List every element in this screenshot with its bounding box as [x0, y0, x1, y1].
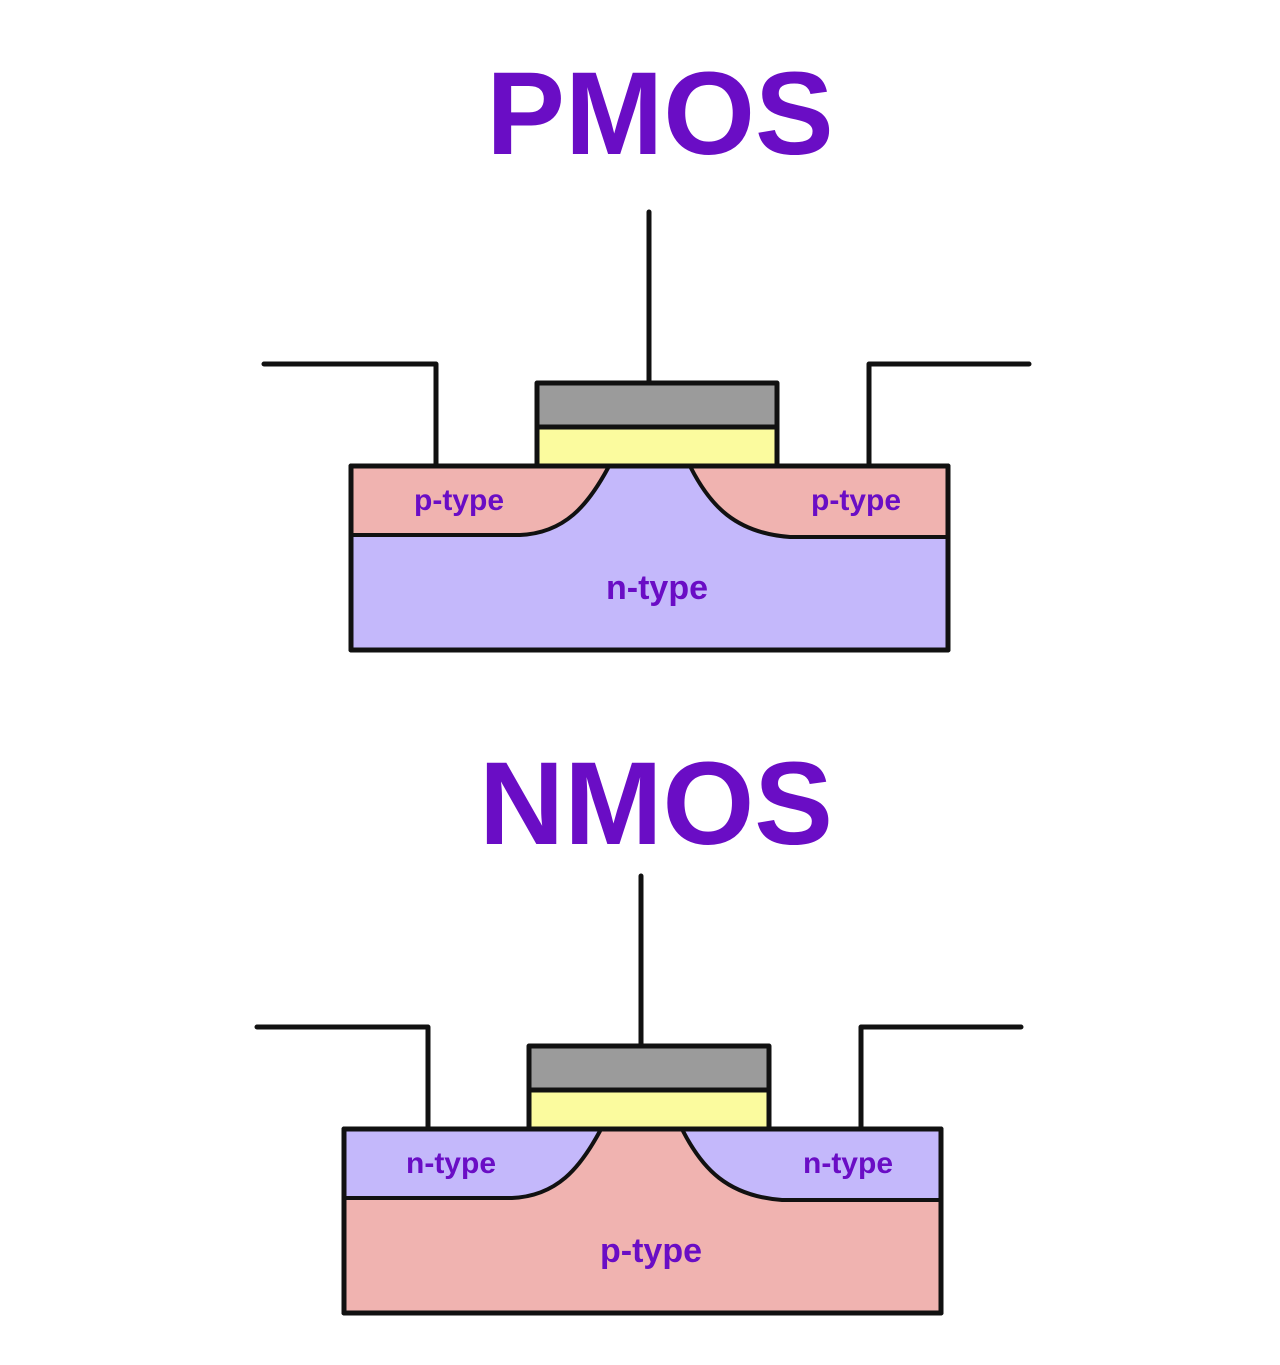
nmos-substrate-label: p-type — [600, 1232, 702, 1270]
pmos-source-junction — [351, 466, 610, 537]
pmos-drain-label: p-type — [811, 484, 901, 517]
pmos-gate-metal — [534, 380, 780, 430]
nmos-drain-junction — [681, 1129, 941, 1202]
nmos-gate-oxide — [526, 1087, 772, 1132]
pmos-drain-junction — [689, 466, 948, 539]
nmos-source-wire — [254, 1024, 431, 1132]
pmos-substrate-label: n-type — [606, 569, 708, 607]
pmos-drain-region — [691, 468, 946, 537]
nmos-drain-label: n-type — [803, 1147, 893, 1180]
nmos-gate-metal — [526, 1043, 772, 1093]
pmos-source-region — [353, 468, 608, 535]
nmos-drain-region — [683, 1131, 939, 1200]
pmos-title: PMOS — [486, 48, 834, 180]
pmos-drain-wire — [866, 361, 1032, 469]
nmos-source-label: n-type — [406, 1147, 496, 1180]
nmos-drain-wire — [858, 1024, 1024, 1132]
nmos-source-junction — [344, 1129, 602, 1200]
nmos-source-region — [346, 1131, 600, 1198]
pmos-transistor: PMOS p-type p-type n-type — [261, 48, 1032, 653]
nmos-title: NMOS — [479, 738, 833, 870]
pmos-source-label: p-type — [414, 484, 504, 517]
nmos-transistor: NMOS n-type n-type p-type — [254, 738, 1024, 1316]
pmos-gate-oxide — [534, 424, 780, 469]
pmos-source-wire — [261, 361, 439, 469]
